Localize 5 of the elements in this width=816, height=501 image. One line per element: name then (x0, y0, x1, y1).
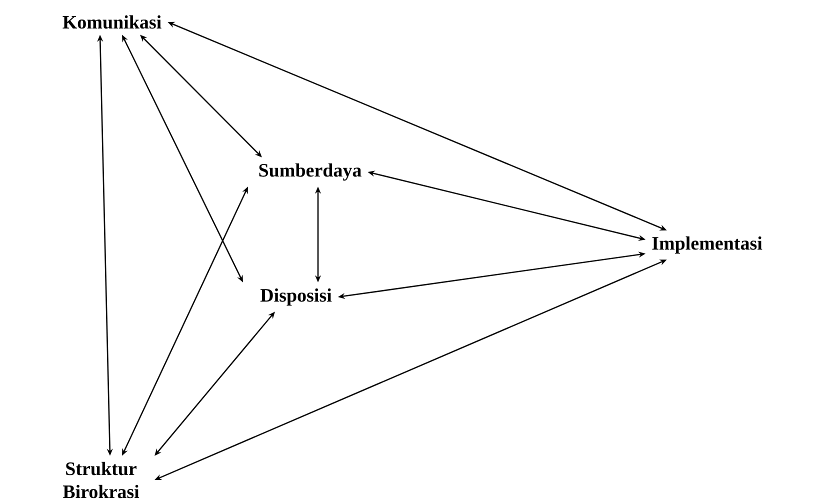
node-label: Struktur Birokrasi (62, 462, 140, 498)
node-label: Sumberdaya (259, 163, 362, 181)
node-label: Implementasi (652, 236, 762, 254)
node-label: Komunikasi (62, 15, 162, 29)
node-label: Disposisi (260, 288, 332, 306)
